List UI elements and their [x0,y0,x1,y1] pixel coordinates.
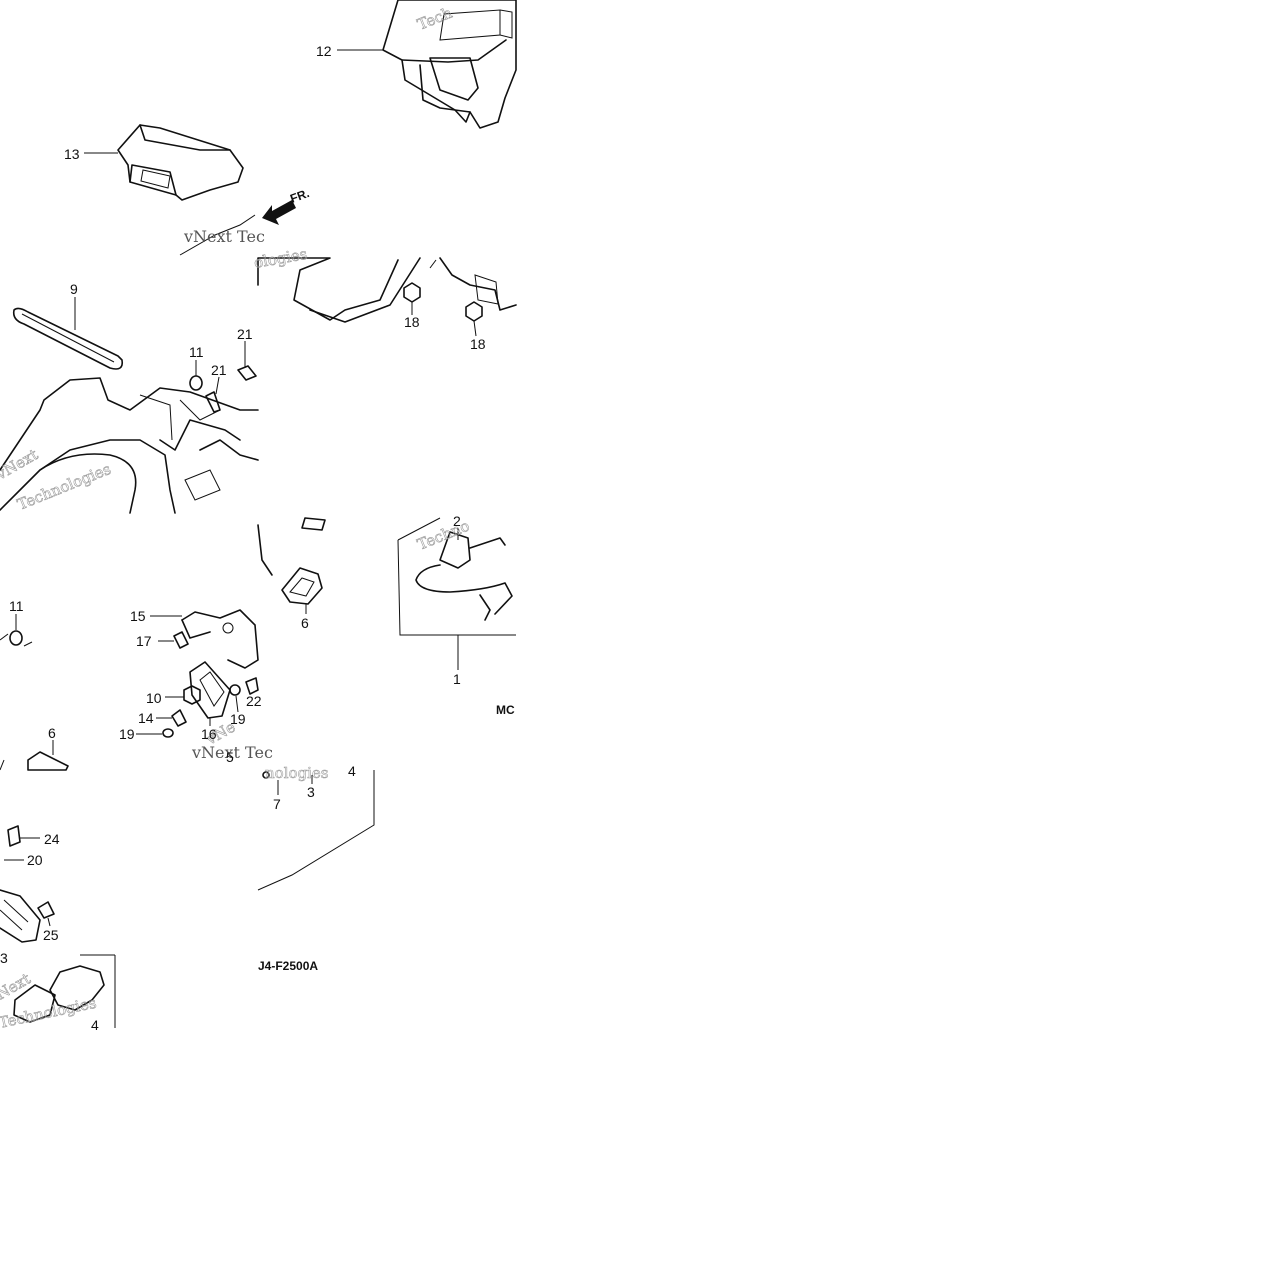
part-17-bolt [158,631,189,649]
callout-12: 12 [316,43,332,59]
part-6-reflector-b [27,740,69,771]
callout-6: 6 [301,615,309,631]
callout-22: 22 [246,693,262,709]
watermark-text: ologies [253,245,309,272]
watermark-text: Technologies [15,460,114,514]
fender-mid-section [257,257,517,323]
figure-code-mc: MC [496,703,515,717]
part-14-screw [156,709,187,727]
part-11-collar-b [0,614,33,647]
stay-edge-fragment [0,759,5,771]
callout-17: 17 [136,633,152,649]
part-10-nut [165,685,201,705]
figure-reference-code: J4-F2500A [258,959,318,973]
callout-2: 2 [453,513,461,529]
part-22-bolt [245,677,259,695]
tail-light-outline [257,770,375,891]
part-18-nut-b [465,301,483,337]
part-9-seal [12,297,124,370]
part-24-bolt [7,825,40,847]
callout-13: 13 [64,146,80,162]
watermark-text: nologies [265,764,329,782]
part-12-storage-box [337,0,517,129]
part-3-tail-lens [0,889,41,943]
callout-19: 19 [230,711,246,727]
part-4-housing [13,954,116,1028]
part-16-lens [189,661,231,726]
callout-11: 11 [9,598,24,614]
callout-5: 5 [226,749,234,765]
callout-18: 18 [470,336,486,352]
callout-21: 21 [211,362,227,378]
stay-fragment [257,524,273,576]
callout-18: 18 [404,314,420,330]
callout-14: 14 [138,710,154,726]
callout-6: 6 [48,725,56,741]
callout-19: 19 [119,726,135,742]
grommet-fragment [301,517,326,531]
part-19-washer-a [136,728,174,738]
part-15-bracket [150,609,259,669]
callout-11: 11 [189,344,204,360]
callout-4: 4 [348,763,356,779]
callout-9: 9 [70,281,78,297]
part-21-bolt-b [237,341,257,381]
callout-10: 10 [146,690,162,706]
part-6-reflector-a [281,567,323,614]
callout-20: 20 [27,852,43,868]
callout-15: 15 [130,608,146,624]
part-25-screw [37,901,55,927]
callout-16: 16 [201,726,217,742]
front-direction-arrow [262,200,296,225]
callout-7: 7 [273,796,281,812]
watermark-text-dark: vNext Tec [191,743,273,762]
callout-24: 24 [44,831,60,847]
callout-3: 3 [0,950,8,966]
part-18-nut-a [403,282,421,315]
front-direction-label: FR. [288,186,311,206]
watermark-text: vNext [0,445,41,484]
part-19-washer-b [229,684,241,713]
callout-labels: 12 13 9 11 21 21 18 18 2 6 1 11 15 17 10… [0,43,486,1033]
part-13-cover [84,124,244,201]
watermark-text-dark: vNext Tec [183,227,265,246]
fender-edge-fragment [179,214,256,256]
part-21-bolt-a [205,376,221,413]
callout-1: 1 [453,671,461,687]
callout-21: 21 [237,326,253,342]
callout-4: 4 [91,1017,99,1033]
callout-25: 25 [43,927,59,943]
callout-3: 3 [307,784,315,800]
watermark-text: Tech [415,3,455,33]
part-2-socket [415,528,513,621]
part-11-collar-a [189,360,203,391]
part-1-harness-box [397,517,516,670]
